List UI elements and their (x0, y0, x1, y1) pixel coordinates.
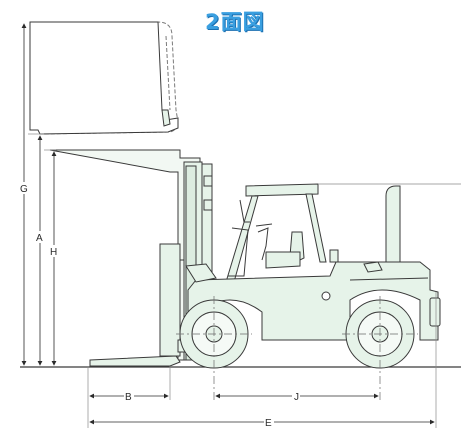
dimension-label-h: H (50, 247, 57, 258)
dimension-label-e: E (265, 418, 272, 428)
wheel-centre-lines (176, 296, 418, 400)
vertical-dimensions (21, 23, 57, 366)
dimension-label-j: J (294, 392, 299, 403)
dimension-label-b: B (125, 392, 132, 403)
dimension-label-g: G (20, 184, 28, 195)
horizontal-dimensions (89, 393, 435, 425)
reference-lines (28, 133, 461, 428)
operator-seat (255, 223, 305, 269)
raised-mast-solid (29, 21, 179, 135)
raised-mast-outline (30, 21, 179, 135)
overhead-guard (225, 183, 327, 283)
dimension-label-a: A (36, 233, 43, 244)
diagram-title: 2面図 (205, 10, 265, 34)
fork (89, 243, 187, 367)
exhaust-pipe (385, 185, 401, 277)
